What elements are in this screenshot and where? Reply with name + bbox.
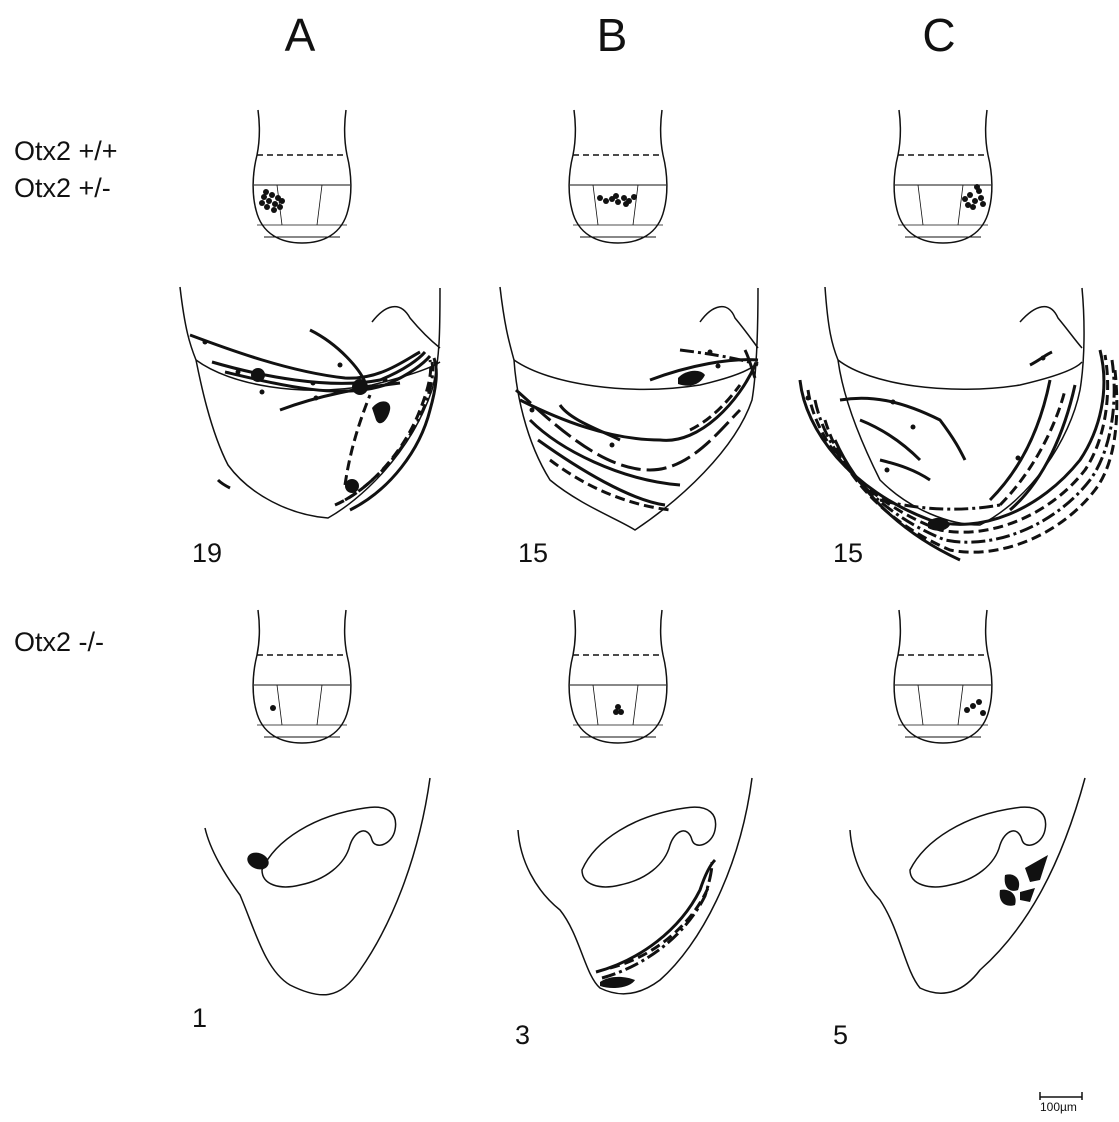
section-top-a <box>180 287 440 518</box>
section-bottom-b <box>518 778 752 994</box>
key-diagram-top-c <box>894 110 992 243</box>
section-top-b <box>500 287 758 530</box>
section-bottom-c <box>850 778 1085 993</box>
key-diagram-top-a <box>253 110 351 243</box>
key-diagram-bottom-b <box>569 610 667 743</box>
section-top-c <box>800 287 1117 560</box>
key-diagram-bottom-a <box>253 610 351 743</box>
section-bottom-a <box>205 778 430 995</box>
scale-bar <box>1040 1092 1082 1100</box>
key-diagram-bottom-c <box>894 610 992 743</box>
key-diagram-top-b <box>569 110 667 243</box>
